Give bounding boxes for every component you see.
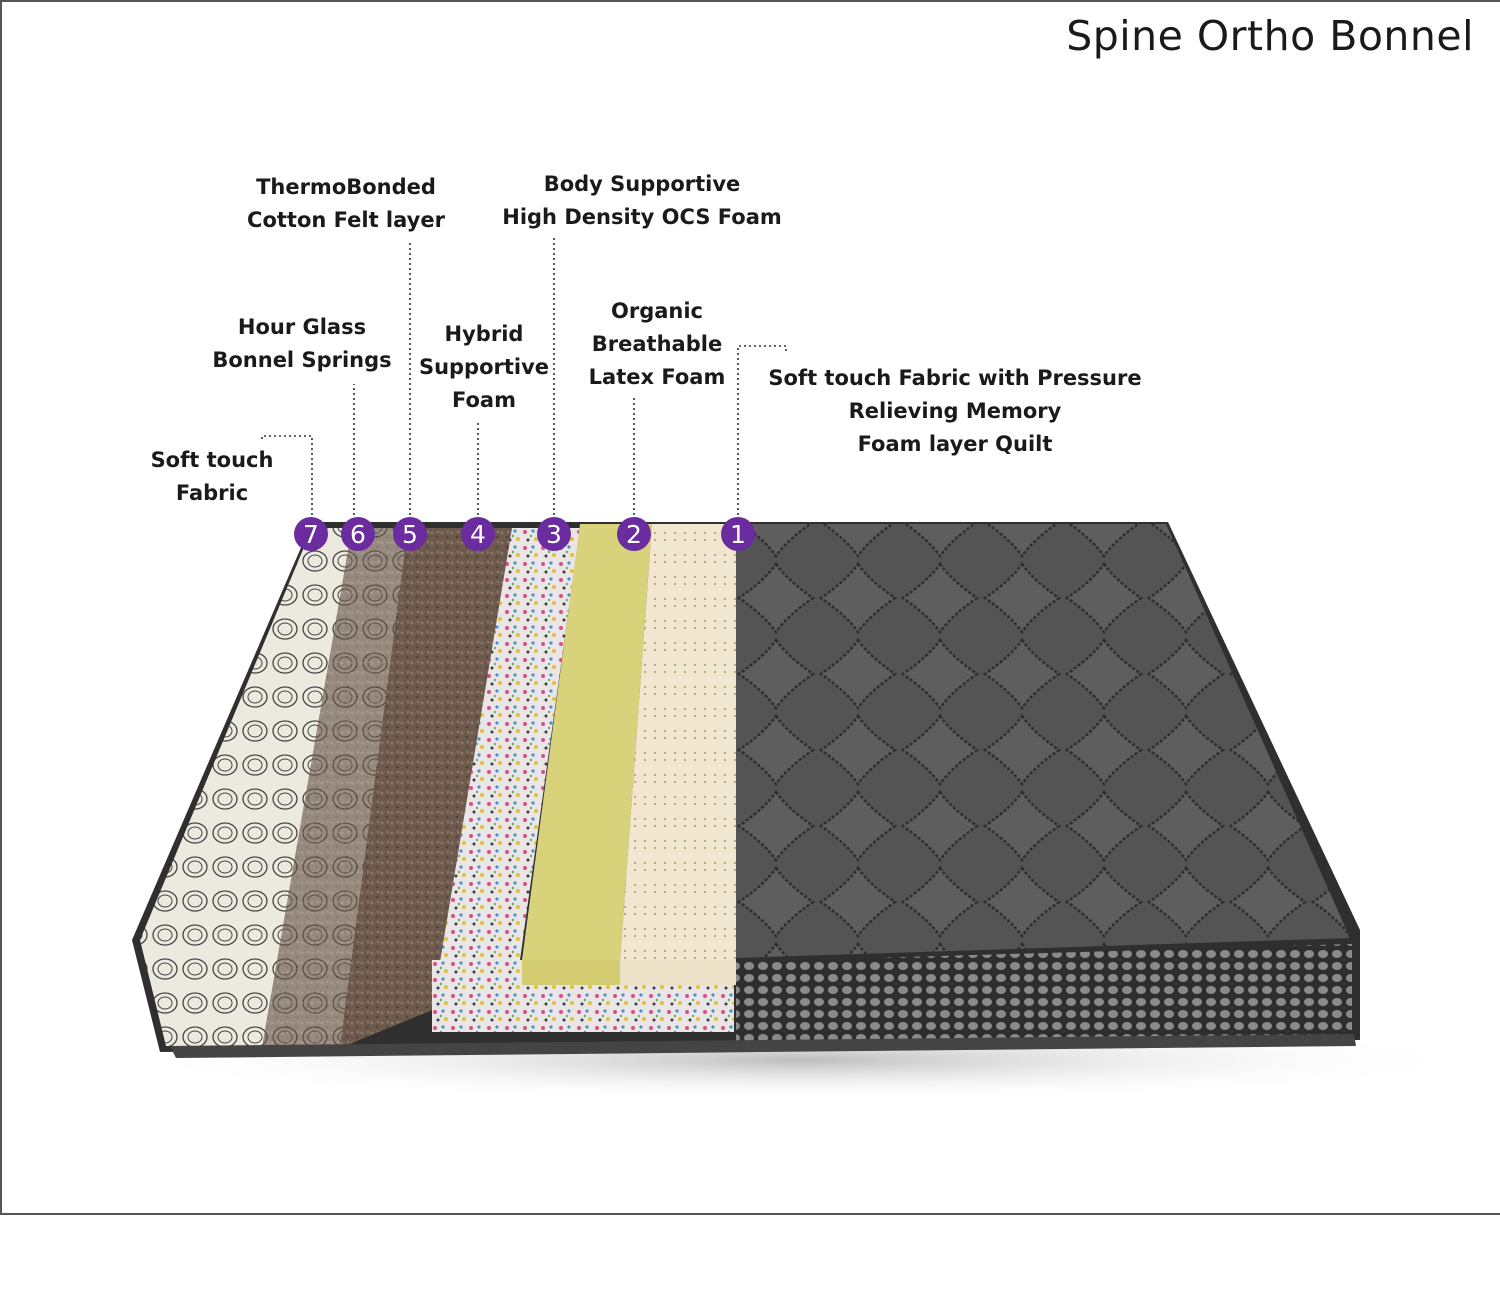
label-layer-6-line-2: Bonnel Springs: [212, 348, 392, 372]
badge-4-number: 4: [470, 520, 486, 549]
label-layer-2-line-1: Organic: [610, 299, 703, 323]
frame-border-top: [0, 0, 1500, 2]
label-layer-1-line-1: Soft touch Fabric with Pressure: [768, 366, 1142, 390]
badge-3: 3: [537, 517, 571, 551]
mattress-bottom-tape: [170, 1034, 1356, 1058]
label-layer-1: Soft touch Fabric with Pressure Relievin…: [760, 362, 1150, 461]
label-layer-4-line-2: Supportive: [418, 355, 550, 379]
badge-6-number: 6: [350, 520, 366, 549]
label-layer-6: Hour Glass Bonnel Springs: [202, 311, 402, 377]
leader-line-1: [737, 345, 787, 520]
badge-2-number: 2: [626, 520, 642, 549]
badge-6: 6: [341, 517, 375, 551]
layer-2-latex-foam-edge: [620, 960, 736, 985]
label-layer-5-line-2: Cotton Felt layer: [247, 208, 445, 232]
label-layer-3-line-2: High Density OCS Foam: [502, 205, 782, 229]
badge-2: 2: [617, 517, 651, 551]
label-layer-1-line-3: Foam layer Quilt: [857, 432, 1053, 456]
label-layer-7-line-2: Fabric: [175, 481, 249, 505]
label-layer-2: Organic Breathable Latex Foam: [567, 295, 747, 394]
leader-lines: [261, 236, 787, 520]
layer-6-spring-coils: [262, 528, 408, 1048]
label-layer-2-line-2: Breathable: [591, 332, 723, 356]
label-layer-5-line-1: ThermoBonded: [256, 175, 436, 199]
mattress-side-mesh: [736, 944, 1352, 1044]
badge-5: 5: [393, 517, 427, 551]
layer-2-latex-foam: [620, 524, 736, 960]
layer-5-cotton-felt: [340, 528, 512, 1048]
badge-1-number: 1: [730, 520, 746, 549]
label-layer-3-line-1: Body Supportive: [543, 172, 741, 196]
badge-5-number: 5: [402, 520, 418, 549]
label-layer-4: Hybrid Supportive Foam: [409, 318, 559, 417]
layer-3-ocs-foam: [522, 524, 652, 960]
label-layer-4-line-3: Foam: [452, 388, 516, 412]
frame-border-bottom: [0, 1213, 1500, 1215]
badge-7-number: 7: [303, 520, 319, 549]
label-layer-6-line-1: Hour Glass: [237, 315, 367, 339]
label-layer-7: Soft touch Fabric: [142, 444, 282, 510]
layer-7-spring-side: [140, 528, 352, 1048]
frame-border-left: [0, 0, 2, 1215]
badge-3-number: 3: [546, 520, 562, 549]
layer-3-ocs-foam-edge: [522, 960, 624, 985]
label-layer-3: Body Supportive High Density OCS Foam: [492, 168, 792, 234]
badge-1: 1: [721, 517, 755, 551]
label-layer-4-line-1: Hybrid: [444, 322, 524, 346]
label-layer-1-line-2: Relieving Memory: [848, 399, 1062, 423]
badge-4: 4: [461, 517, 495, 551]
badge-7: 7: [294, 517, 328, 551]
product-title: Spine Ortho Bonnel: [1066, 12, 1474, 60]
label-layer-2-line-3: Latex Foam: [588, 365, 726, 389]
leader-line-7: [261, 435, 313, 520]
label-layer-5: ThermoBonded Cotton Felt layer: [236, 171, 456, 237]
layer-4-hybrid-foam: [432, 528, 580, 1010]
label-layer-7-line-1: Soft touch: [150, 448, 274, 472]
layer-1-quilted-top: [736, 524, 1350, 958]
